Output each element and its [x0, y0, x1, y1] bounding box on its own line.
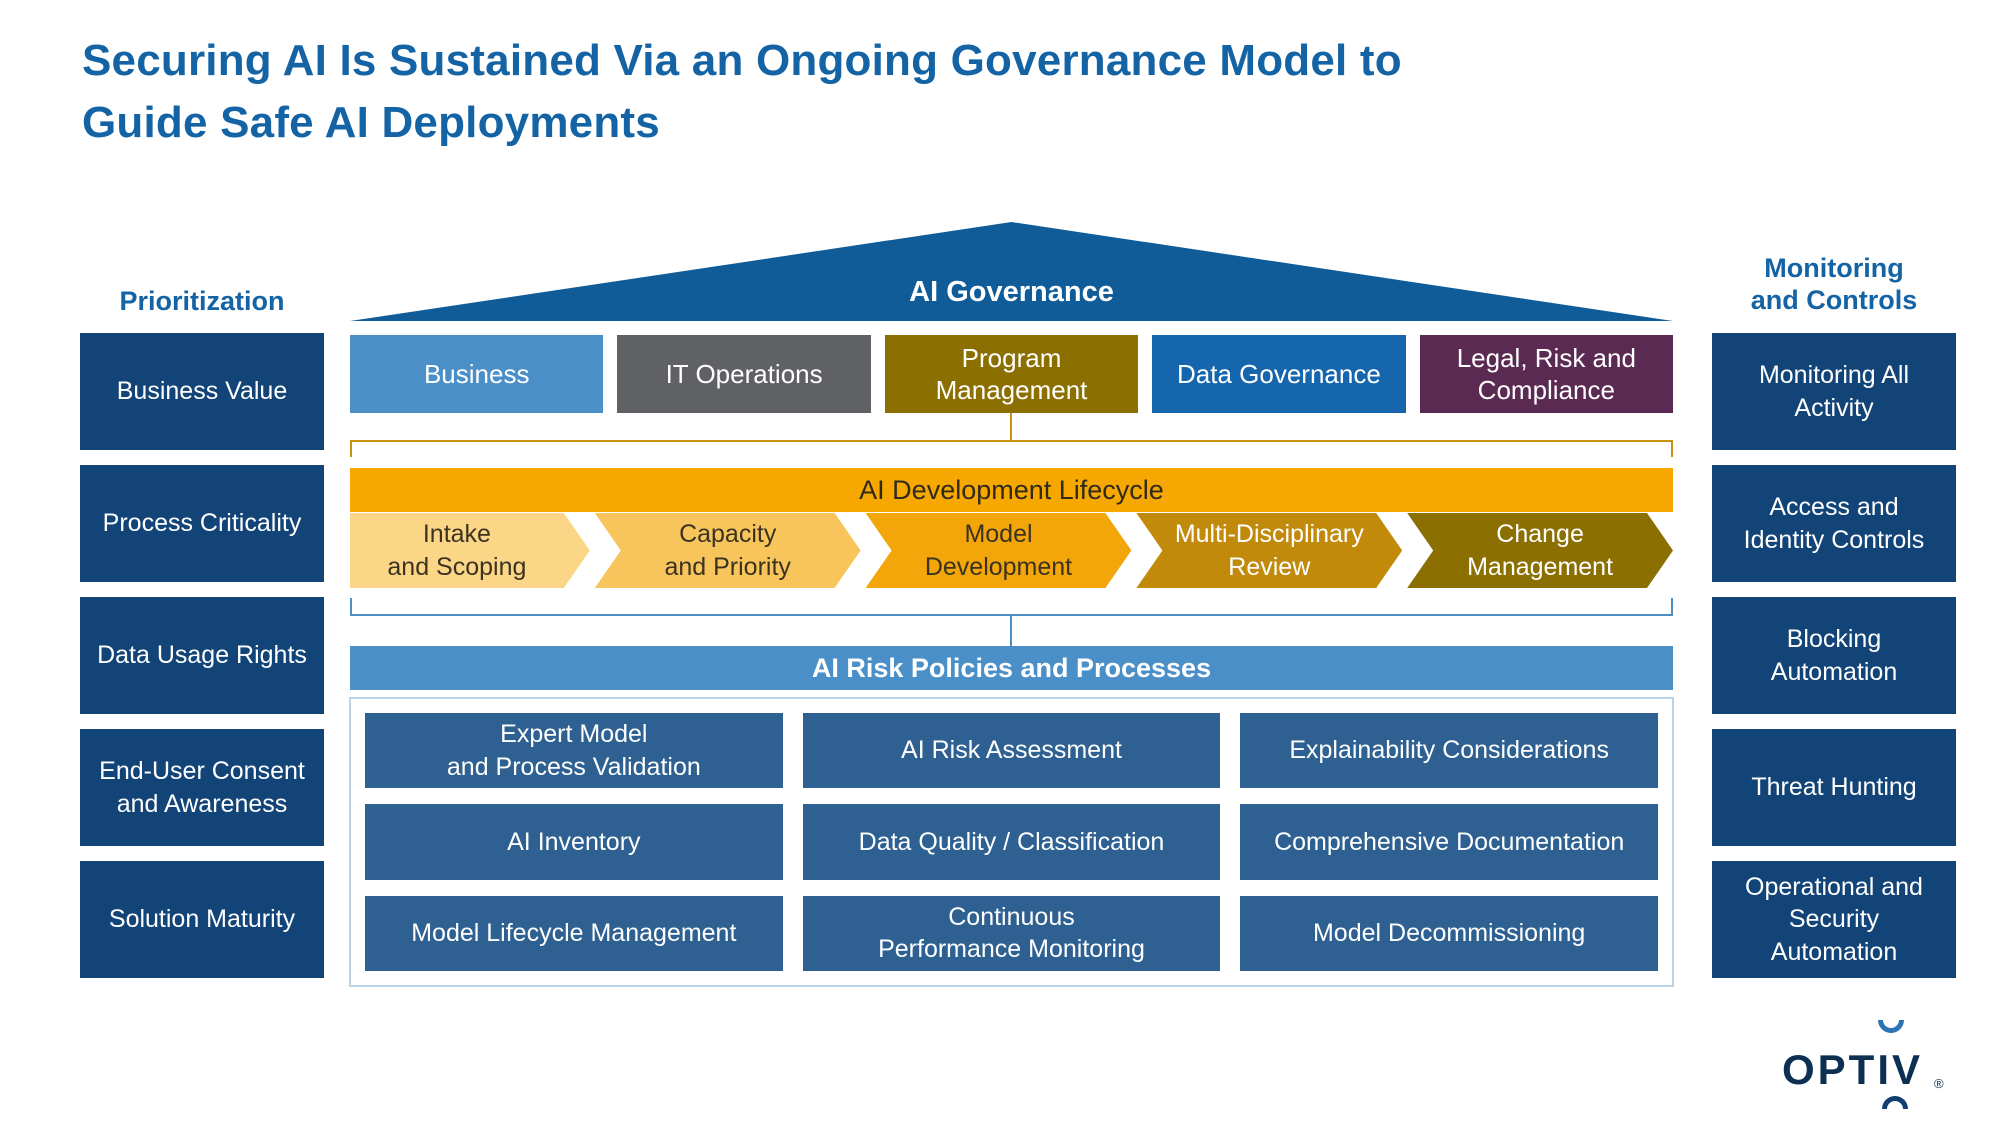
- optiv-logo: OPTIV ®: [1782, 1020, 2000, 1110]
- priority-item-business-value: Business Value: [80, 333, 324, 450]
- pillar-data-governance: Data Governance: [1152, 335, 1406, 413]
- logo-arc-bottom-icon: [1882, 1096, 1908, 1109]
- pillar-business: Business: [350, 335, 604, 413]
- risk-item-model-decommissioning: Model Decommissioning: [1240, 895, 1658, 971]
- stage-model-development: Model Development: [866, 513, 1132, 588]
- risk-policies-panel: Expert Model and Process Validation AI R…: [349, 697, 1674, 987]
- risk-policies-grid: Expert Model and Process Validation AI R…: [365, 713, 1658, 971]
- control-item-threat-hunting: Threat Hunting: [1712, 729, 1956, 846]
- prioritization-header: Prioritization: [119, 286, 285, 316]
- risk-item-expert-model-process-validation: Expert Model and Process Validation: [365, 713, 783, 789]
- stage-change-management: Change Management: [1407, 513, 1673, 588]
- risk-policies-title-bar: AI Risk Policies and Processes: [350, 646, 1673, 690]
- risk-item-continuous-performance-monitoring: Continuous Performance Monitoring: [802, 895, 1221, 971]
- risk-item-model-lifecycle-management: Model Lifecycle Management: [365, 895, 783, 971]
- pillar-it-operations: IT Operations: [617, 335, 871, 413]
- priority-item-end-user-consent: End-User Consent and Awareness: [80, 729, 324, 846]
- logo-wordmark: OPTIV: [1782, 1046, 1924, 1093]
- priority-item-solution-maturity: Solution Maturity: [80, 861, 324, 978]
- lifecycle-stage-row: Intake and Scoping Capacity and Priority…: [350, 513, 1673, 588]
- logo-arc-top-icon: [1878, 1020, 1904, 1033]
- priority-item-data-usage-rights: Data Usage Rights: [80, 597, 324, 714]
- control-item-blocking-automation: Blocking Automation: [1712, 597, 1956, 714]
- risk-item-data-quality-classification: Data Quality / Classification: [802, 804, 1221, 880]
- pillar-legal-risk-compliance: Legal, Risk and Compliance: [1419, 335, 1674, 413]
- control-item-access-identity: Access and Identity Controls: [1712, 465, 1956, 582]
- gold-distribution-bracket: [350, 440, 1673, 457]
- gold-bracket-center-tick: [1010, 413, 1012, 440]
- stage-intake-and-scoping: Intake and Scoping: [350, 513, 590, 588]
- risk-item-explainability-considerations: Explainability Considerations: [1240, 713, 1658, 789]
- lifecycle-title-bar: AI Development Lifecycle: [350, 468, 1673, 512]
- blue-bracket-center-tick: [1010, 614, 1012, 646]
- ai-governance-roof: AI Governance: [350, 222, 1673, 321]
- governance-pillar-row: Business IT Operations Program Managemen…: [350, 335, 1674, 413]
- pillar-program-management: Program Management: [884, 335, 1139, 413]
- control-item-operational-security-automation: Operational and Security Automation: [1712, 861, 1956, 978]
- risk-item-comprehensive-documentation: Comprehensive Documentation: [1240, 804, 1658, 880]
- page-title: Securing AI Is Sustained Via an Ongoing …: [82, 36, 1402, 148]
- ai-governance-title: AI Governance: [909, 276, 1114, 308]
- stage-multi-disciplinary-review: Multi-Disciplinary Review: [1136, 513, 1402, 588]
- control-item-monitoring-all-activity: Monitoring All Activity: [1712, 333, 1956, 450]
- risk-item-ai-risk-assessment: AI Risk Assessment: [802, 713, 1221, 789]
- monitoring-header: Monitoring and Controls: [1750, 253, 1918, 316]
- stage-capacity-and-priority: Capacity and Priority: [595, 513, 861, 588]
- priority-item-process-criticality: Process Criticality: [80, 465, 324, 582]
- registered-trademark-symbol: ®: [1934, 1076, 1944, 1091]
- risk-item-ai-inventory: AI Inventory: [365, 804, 783, 880]
